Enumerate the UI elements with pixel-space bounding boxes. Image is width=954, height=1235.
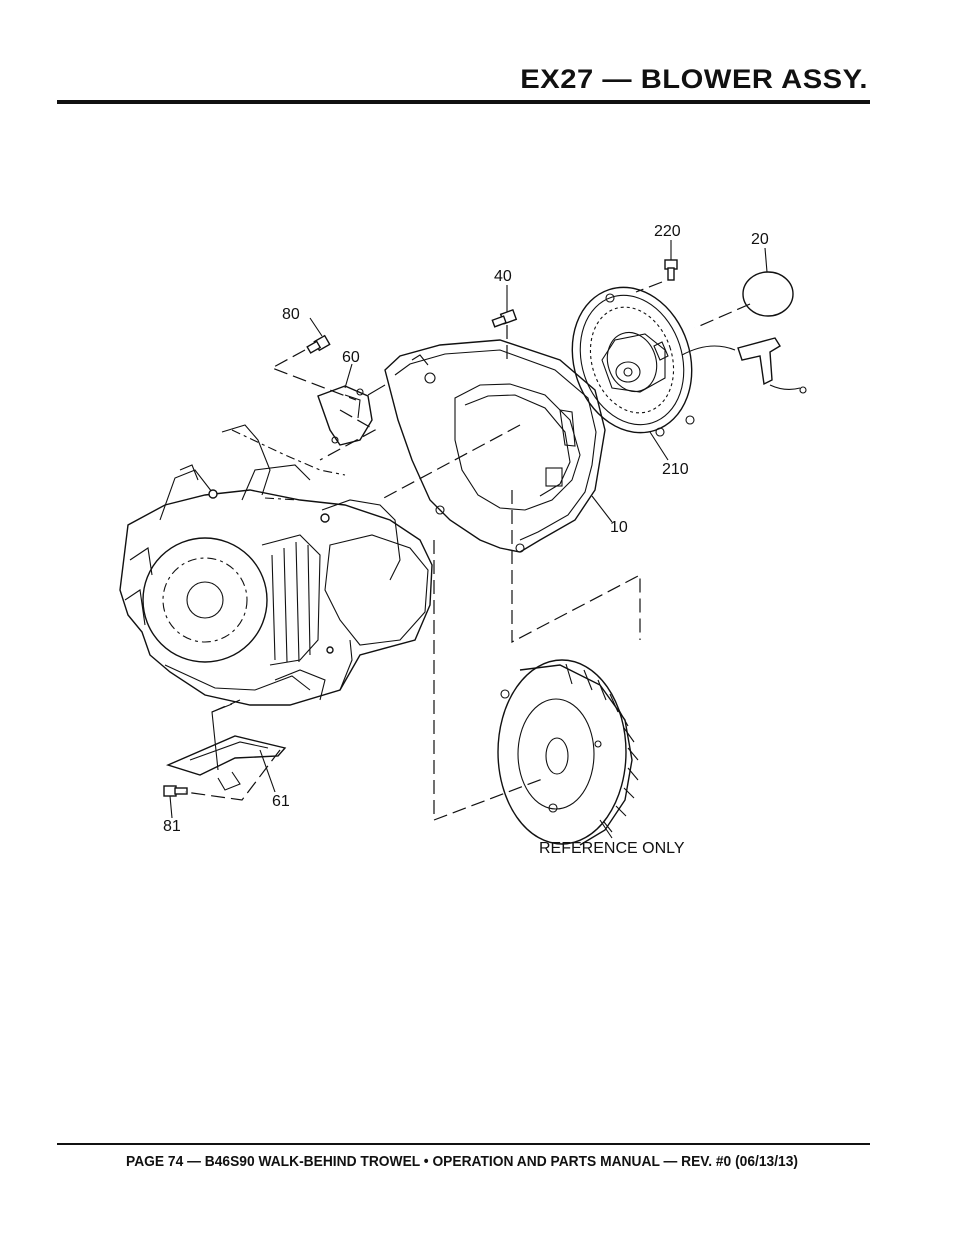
label-reference-only: REFERENCE ONLY bbox=[539, 840, 685, 857]
label-220: 220 bbox=[654, 223, 681, 240]
flywheel bbox=[497, 659, 639, 846]
page-footer: PAGE 74 — B46S90 WALK-BEHIND TROWEL • OP… bbox=[126, 1153, 798, 1170]
guard-61 bbox=[165, 735, 287, 791]
label-210: 210 bbox=[662, 461, 689, 478]
assembly-lines bbox=[184, 281, 751, 821]
footer-rule bbox=[57, 1143, 870, 1145]
cover-60 bbox=[317, 384, 386, 446]
label-60: 60 bbox=[342, 349, 360, 366]
bolt-40 bbox=[491, 309, 518, 328]
recoil-starter bbox=[571, 286, 807, 437]
page-title: EX27 — BLOWER ASSY. bbox=[520, 64, 868, 94]
bolt-220 bbox=[664, 259, 678, 281]
label-61: 61 bbox=[272, 793, 290, 810]
blower-housing bbox=[384, 339, 606, 553]
label-10: 10 bbox=[610, 519, 628, 536]
label-81: 81 bbox=[163, 818, 181, 835]
label-80: 80 bbox=[282, 306, 300, 323]
leader-lines bbox=[169, 240, 768, 839]
label-40: 40 bbox=[494, 268, 512, 285]
engine-block bbox=[119, 424, 433, 706]
bolt-80 bbox=[306, 334, 331, 354]
header-rule bbox=[57, 100, 870, 104]
label-20: 20 bbox=[751, 231, 769, 248]
bolt-81 bbox=[163, 785, 188, 797]
starter-cap bbox=[742, 271, 794, 317]
